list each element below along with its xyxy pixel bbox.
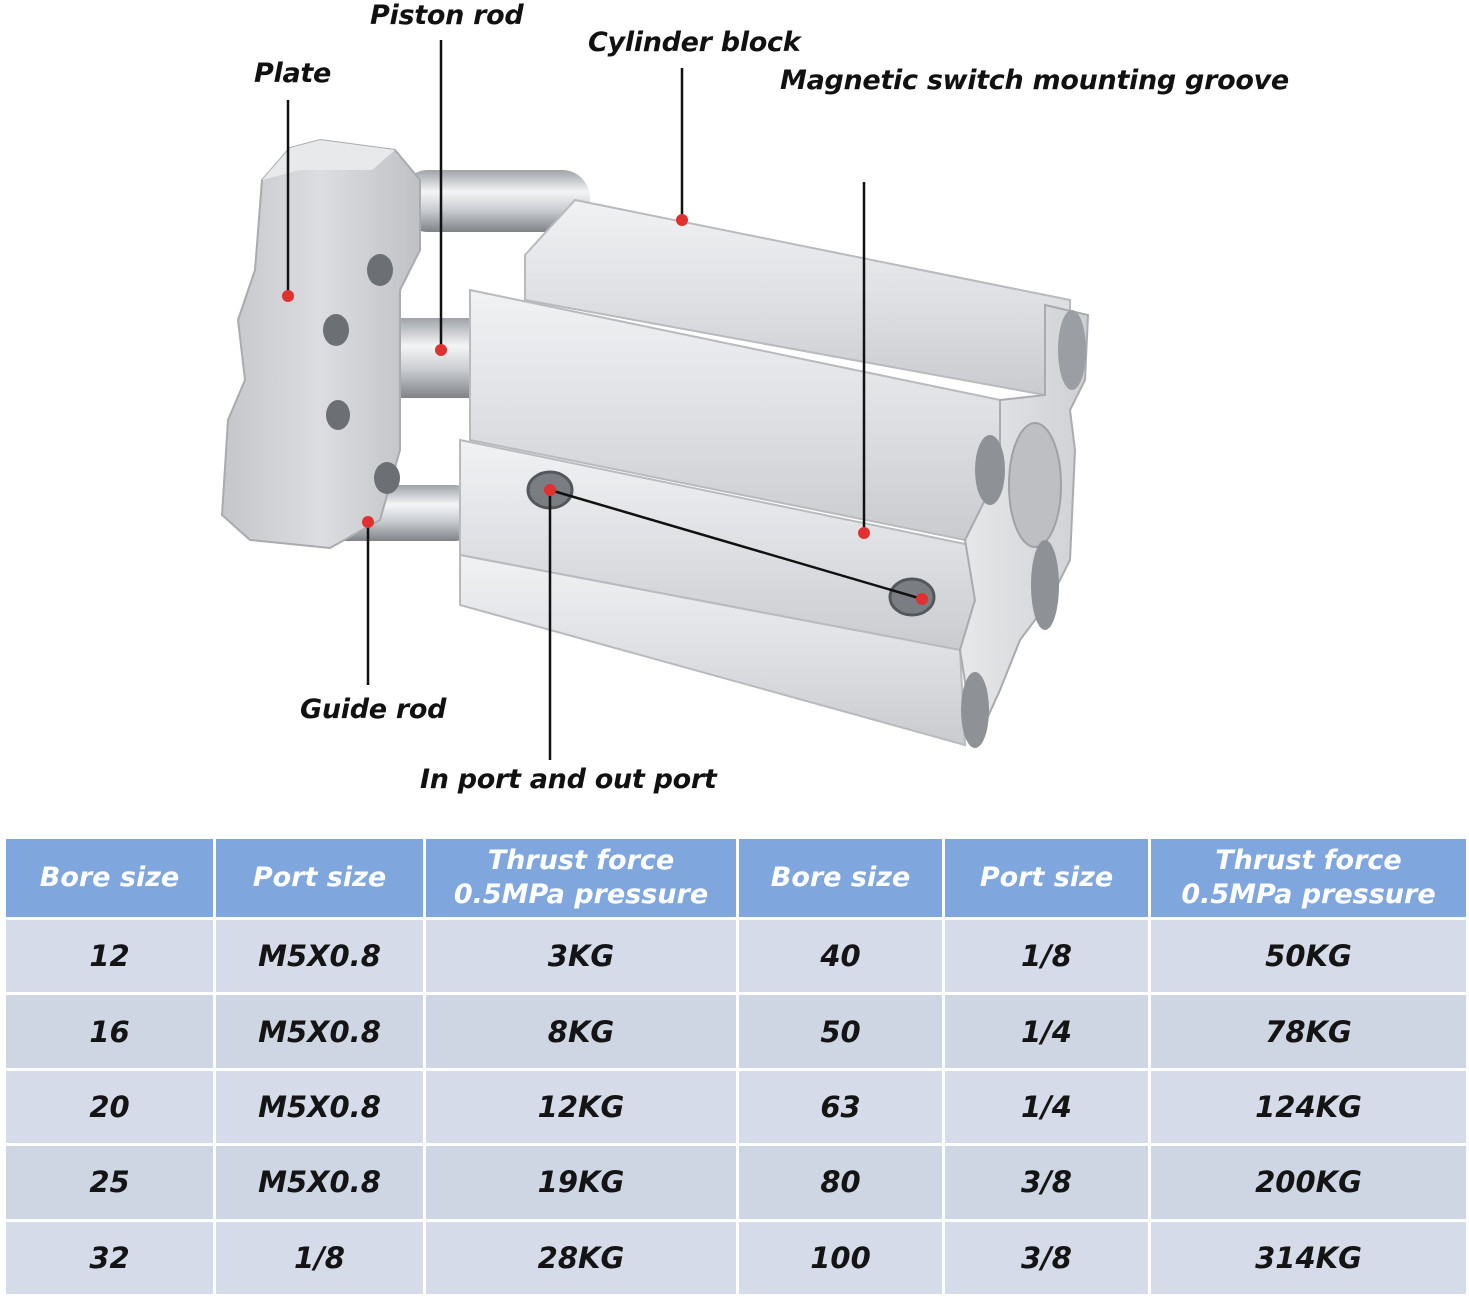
callout-magnetic-groove: Magnetic switch mounting groove (780, 65, 1289, 96)
marker-plate (282, 290, 294, 302)
cell-bore-2: 80 (736, 1143, 945, 1222)
cylinder-illustration (220, 40, 1090, 760)
cell-bore-2: 40 (736, 916, 945, 996)
cell-port: 1/8 (213, 1218, 426, 1298)
header-bore-size: Bore size (3, 836, 216, 920)
cell-thrust-2: 314KG (1148, 1218, 1469, 1298)
callout-plate: Plate (254, 58, 331, 89)
cell-port: M5X0.8 (213, 1067, 426, 1147)
cell-thrust: 12KG (423, 1067, 739, 1147)
cell-thrust-2: 50KG (1148, 916, 1469, 996)
callout-cylinder-block: Cylinder block (588, 27, 801, 58)
cell-port-2: 1/8 (942, 916, 1151, 996)
cell-port: M5X0.8 (213, 992, 426, 1071)
table-row: 12 M5X0.8 3KG 40 1/8 50KG (3, 916, 1469, 996)
cell-bore: 25 (3, 1143, 216, 1222)
marker-guide-rod (362, 516, 374, 528)
header-port-size: Port size (213, 836, 426, 920)
cylinder-body (459, 198, 1090, 749)
cell-port-2: 1/4 (942, 1067, 1151, 1147)
cell-thrust-2: 200KG (1148, 1143, 1469, 1222)
callout-ports: In port and out port (420, 764, 717, 795)
callout-guide-rod: Guide rod (300, 694, 447, 725)
cell-port: M5X0.8 (213, 1143, 426, 1222)
cell-port-2: 3/8 (942, 1218, 1151, 1298)
cell-thrust: 8KG (423, 992, 739, 1071)
cell-thrust: 28KG (423, 1218, 739, 1298)
callout-markers (282, 214, 928, 605)
callout-piston-rod: Piston rod (370, 0, 524, 31)
cell-bore: 16 (3, 992, 216, 1071)
cell-port-2: 3/8 (942, 1143, 1151, 1222)
leader-lines (286, 40, 923, 760)
cell-port-2: 1/4 (942, 992, 1151, 1071)
marker-cylinder-block (676, 214, 688, 226)
marker-piston-rod (435, 344, 447, 356)
marker-magnetic-groove (858, 527, 870, 539)
table-row: 20 M5X0.8 12KG 63 1/4 124KG (3, 1067, 1469, 1147)
cell-thrust: 19KG (423, 1143, 739, 1222)
cylinder-diagram: Plate Piston rod Cylinder block Magnetic… (220, 0, 1289, 795)
cell-bore-2: 50 (736, 992, 945, 1071)
cell-thrust-2: 78KG (1148, 992, 1469, 1071)
cell-bore-2: 63 (736, 1067, 945, 1147)
table-row: 16 M5X0.8 8KG 50 1/4 78KG (3, 992, 1469, 1071)
cell-bore: 20 (3, 1067, 216, 1147)
cell-bore-2: 100 (736, 1218, 945, 1298)
table-row: 32 1/8 28KG 100 3/8 314KG (3, 1218, 1469, 1298)
cell-bore: 32 (3, 1218, 216, 1298)
cell-bore: 12 (3, 916, 216, 996)
marker-in-port (544, 484, 556, 496)
marker-out-port (916, 593, 928, 605)
header-bore-size-2: Bore size (736, 836, 945, 920)
header-port-size-2: Port size (942, 836, 1151, 920)
table-row: 25 M5X0.8 19KG 80 3/8 200KG (3, 1143, 1469, 1222)
cell-port: M5X0.8 (213, 916, 426, 996)
cell-thrust-2: 124KG (1148, 1067, 1469, 1147)
plate-shape (220, 138, 421, 550)
cell-thrust: 3KG (423, 916, 739, 996)
